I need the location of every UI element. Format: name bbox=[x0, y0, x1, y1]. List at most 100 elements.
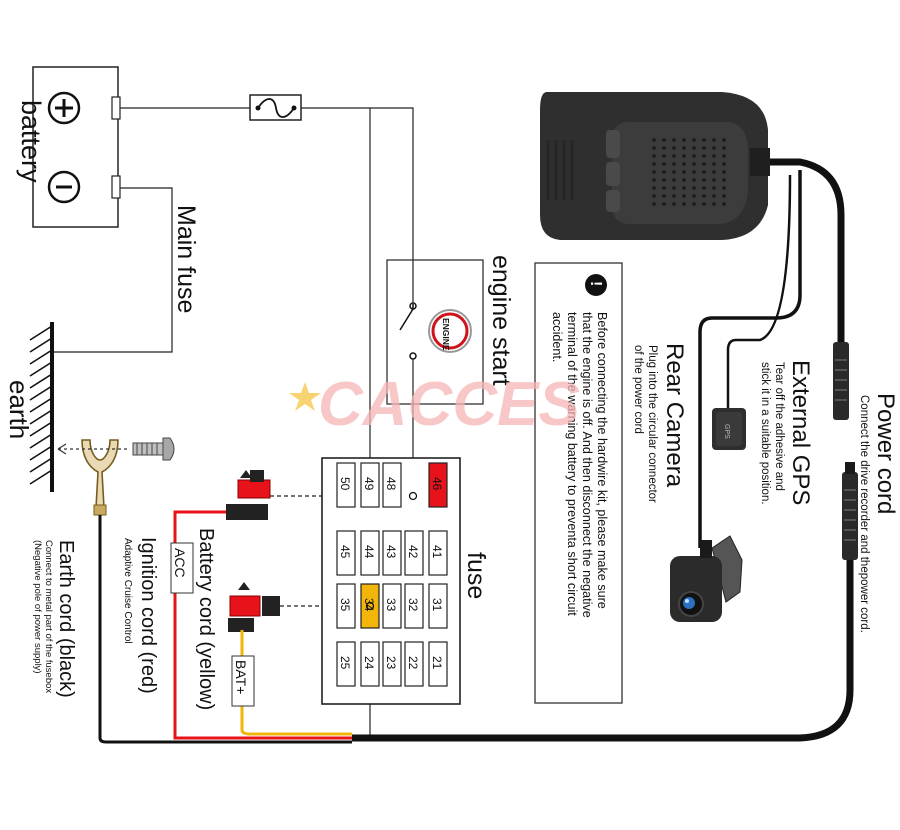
fuse-slot-label: 21 bbox=[430, 656, 444, 670]
fuse-label: fuse bbox=[462, 552, 490, 599]
grille-dot bbox=[712, 146, 716, 150]
red-ignition-wire bbox=[173, 510, 352, 740]
battery-cord-label: Battery cord (yellow) bbox=[195, 528, 217, 710]
grille-dot bbox=[722, 202, 726, 206]
grille-dot bbox=[652, 194, 656, 198]
warning-box: ! Before connecting the hardwire kit, pl… bbox=[534, 262, 623, 704]
fuse-slot bbox=[404, 641, 424, 687]
grille-dot bbox=[702, 202, 706, 206]
power-cord-label: Power cord bbox=[872, 393, 899, 514]
warning-line-2: that the engine is off. And then disconn… bbox=[580, 312, 594, 618]
power-connector-bottom-icon bbox=[842, 462, 858, 560]
external-gps-label: External GPS bbox=[787, 360, 814, 505]
grille-dot bbox=[662, 186, 666, 190]
fuse-slot-label: 46 bbox=[430, 477, 444, 491]
grille-dot bbox=[672, 138, 676, 142]
fuse-slot-label: 42 bbox=[406, 545, 420, 559]
tap-point bbox=[408, 491, 418, 501]
grille-dot bbox=[702, 162, 706, 166]
fuse-slot-label: 50 bbox=[338, 477, 352, 491]
fuse-slot bbox=[360, 583, 380, 629]
grille-dot bbox=[702, 178, 706, 182]
fuse-slot-label: 35 bbox=[338, 598, 352, 612]
grille-dot bbox=[692, 202, 696, 206]
fuse-slot-label: 22 bbox=[406, 656, 420, 670]
earth-ground-icon bbox=[29, 322, 54, 492]
grille-dot bbox=[712, 138, 716, 142]
grille-dot bbox=[712, 194, 716, 198]
warning-icon: ! bbox=[585, 274, 607, 296]
grille-dot bbox=[652, 138, 656, 142]
fuse-slot bbox=[428, 641, 448, 687]
fuse-slot bbox=[336, 641, 356, 687]
plus-icon bbox=[47, 91, 81, 125]
tap-point bbox=[365, 601, 375, 611]
grille-dot bbox=[692, 162, 696, 166]
grille-dot bbox=[662, 138, 666, 142]
fuse-slot bbox=[336, 530, 356, 576]
fuse-slot-label: 31 bbox=[430, 598, 444, 612]
grille-dot bbox=[682, 170, 686, 174]
grille-dot bbox=[672, 162, 676, 166]
grille-dot bbox=[712, 162, 716, 166]
grille-dot bbox=[692, 154, 696, 158]
engine-button-icon: ENGINE bbox=[428, 309, 472, 353]
rear-camera-note-1: Plug into the circular connector bbox=[646, 345, 658, 503]
fuse-slot-label: 44 bbox=[362, 545, 376, 559]
grille-dot bbox=[682, 146, 686, 150]
fuse-slot bbox=[382, 641, 402, 687]
grille-dot bbox=[722, 194, 726, 198]
gps-puck-icon: GPS bbox=[712, 408, 746, 450]
acc-tag: ACC bbox=[172, 548, 188, 578]
watermark: CACCES bbox=[289, 370, 580, 439]
grille-dot bbox=[712, 202, 716, 206]
fuse-slot-label: 41 bbox=[430, 545, 444, 559]
fuse-slot bbox=[382, 583, 402, 629]
grille-dot bbox=[672, 154, 676, 158]
grille-dot bbox=[652, 162, 656, 166]
grille-dot bbox=[652, 146, 656, 150]
grille-dot bbox=[692, 138, 696, 142]
fuse-slot bbox=[382, 530, 402, 576]
power-connector-top-icon bbox=[833, 342, 849, 420]
bat-tag: BAT+ bbox=[233, 660, 249, 694]
acc-tag-box bbox=[170, 542, 194, 594]
grille-dot bbox=[652, 186, 656, 190]
fuse-slot-label: 49 bbox=[362, 477, 376, 491]
watermark-text: CACCES bbox=[318, 370, 580, 439]
dashcam-device bbox=[540, 92, 770, 240]
engine-badge-text: ENGINE bbox=[441, 318, 451, 351]
fuse-slot bbox=[428, 530, 448, 576]
fuse-slot bbox=[382, 462, 402, 508]
grille-dot bbox=[702, 146, 706, 150]
grille-dot bbox=[682, 154, 686, 158]
device-cable bbox=[760, 158, 845, 342]
grille-dot bbox=[702, 194, 706, 198]
fuse-slot-label: 24 bbox=[362, 656, 376, 670]
grille-dot bbox=[662, 146, 666, 150]
grille-dot bbox=[672, 170, 676, 174]
power-cord-note: Connect the drive recorder and thepower … bbox=[858, 395, 870, 633]
rear-camera-note-2: of the power cord bbox=[632, 345, 644, 434]
grille-dot bbox=[722, 146, 726, 150]
minus-icon bbox=[47, 170, 81, 204]
warning-line-4: accident. bbox=[550, 312, 564, 362]
yellow-fuse-tap-icon bbox=[228, 582, 280, 632]
grille-dot bbox=[722, 170, 726, 174]
inline-fuse-icon bbox=[249, 94, 302, 121]
grille-dot bbox=[722, 186, 726, 190]
grille-dot bbox=[722, 138, 726, 142]
grille-dot bbox=[672, 186, 676, 190]
camera-cable bbox=[698, 170, 802, 548]
grille-dot bbox=[692, 186, 696, 190]
grille-dot bbox=[662, 194, 666, 198]
grille-dot bbox=[682, 138, 686, 142]
grille-dot bbox=[702, 154, 706, 158]
grille-dot bbox=[692, 146, 696, 150]
screw-icon bbox=[132, 437, 175, 461]
fuse-slot-label: 23 bbox=[384, 656, 398, 670]
